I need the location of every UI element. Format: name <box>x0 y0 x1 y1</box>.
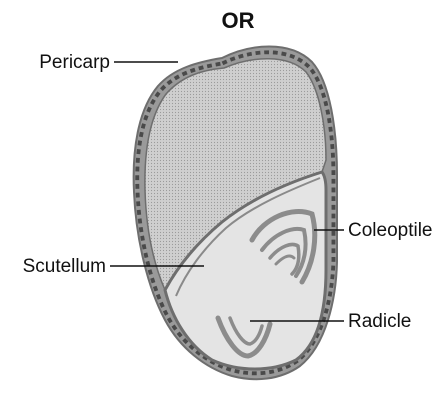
radicle-label: Radicle <box>348 311 411 332</box>
coleoptile-label: Coleoptile <box>348 220 433 241</box>
pericarp-label: Pericarp <box>39 52 110 73</box>
scutellum-label: Scutellum <box>23 256 106 277</box>
diagram-heading: OR <box>222 8 255 33</box>
